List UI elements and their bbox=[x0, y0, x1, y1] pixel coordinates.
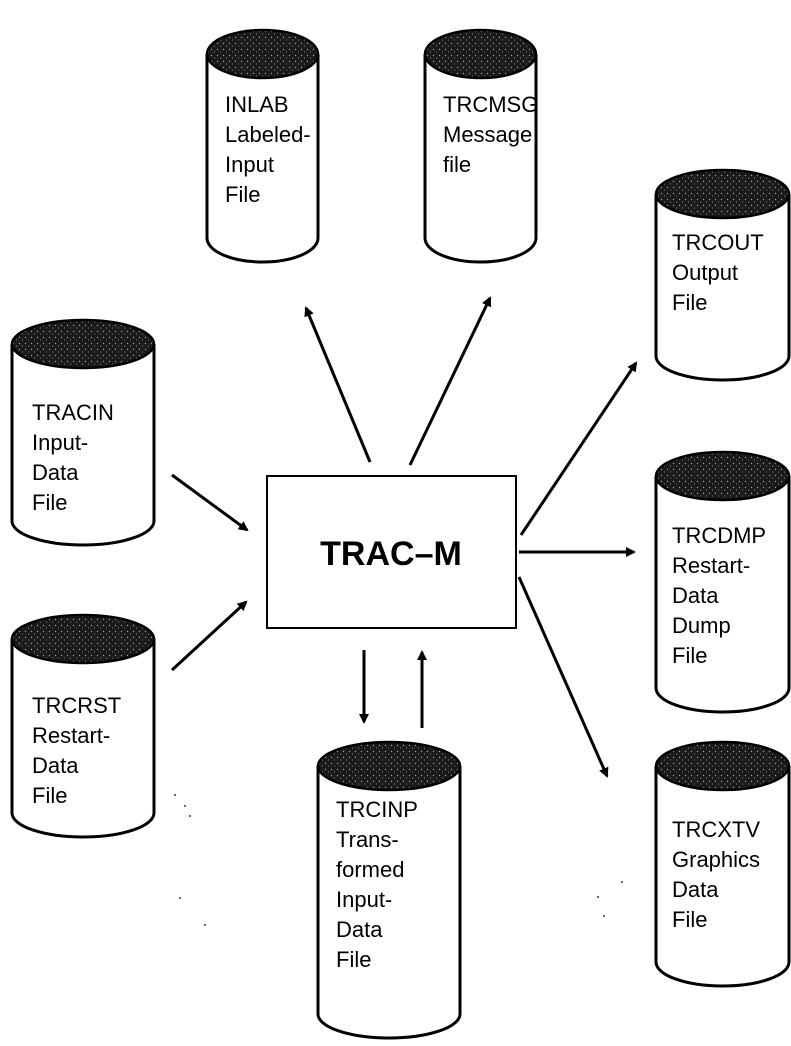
file-label-line: File bbox=[672, 643, 707, 668]
file-label-line: Message bbox=[443, 122, 532, 147]
cylinder-top bbox=[654, 450, 791, 502]
file-label-line: file bbox=[443, 152, 471, 177]
cylinder-body bbox=[316, 766, 462, 1040]
file-label-line: INLAB bbox=[225, 92, 289, 117]
file-label-line: Graphics bbox=[672, 847, 760, 872]
file-label-line: Input- bbox=[32, 430, 88, 455]
file-label-line: Input bbox=[225, 152, 274, 177]
file-label-line: Data bbox=[32, 460, 79, 485]
scan-speckles bbox=[174, 794, 623, 926]
cylinder-top bbox=[654, 740, 791, 792]
files-layer: INLABLabeled-InputFileTRCMSGMessagefileT… bbox=[10, 28, 791, 1040]
cylinder-body bbox=[10, 344, 156, 547]
file-label-line: Restart- bbox=[672, 553, 750, 578]
cylinder-top bbox=[316, 740, 462, 792]
file-label-line: Trans- bbox=[336, 827, 399, 852]
arrow-center-to-trcxtv bbox=[517, 576, 609, 778]
center-process: TRAC–M bbox=[266, 475, 517, 629]
arrow-center-to-trcout bbox=[519, 361, 638, 536]
file-label-line: formed bbox=[336, 857, 404, 882]
file-label-line: Dump bbox=[672, 613, 731, 638]
file-label-line: File bbox=[32, 490, 67, 515]
file-label-line: Output bbox=[672, 260, 738, 285]
center-process-label: TRAC–M bbox=[320, 535, 462, 573]
scan-speck bbox=[184, 805, 186, 807]
scan-speck bbox=[189, 815, 191, 817]
file-label-line: Data bbox=[672, 583, 719, 608]
file-label-line: TRCOUT bbox=[672, 230, 764, 255]
cylinder-top bbox=[10, 318, 156, 370]
cylinder-top bbox=[423, 28, 538, 80]
scan-speck bbox=[603, 915, 605, 917]
arrow-center-to-trcmsg bbox=[408, 296, 492, 466]
file-label-line: File bbox=[32, 783, 67, 808]
arrow-center-to-inlab bbox=[304, 306, 372, 463]
file-label-line: Data bbox=[32, 753, 79, 778]
file-label-line: Data bbox=[336, 917, 383, 942]
arrow-trcrst-to-center bbox=[170, 600, 248, 672]
cylinder-top bbox=[10, 613, 156, 665]
file-label-line: TRCDMP bbox=[672, 523, 766, 548]
file-label-line: TRCINP bbox=[336, 797, 418, 822]
arrow-tracin-to-center bbox=[171, 473, 249, 532]
cylinder-body bbox=[654, 194, 791, 382]
file-label-line: File bbox=[672, 907, 707, 932]
file-label-line: TRCMSG bbox=[443, 92, 538, 117]
cylinder-body bbox=[654, 476, 791, 714]
scan-speck bbox=[621, 881, 623, 883]
scan-speck bbox=[179, 897, 181, 899]
scan-speck bbox=[204, 924, 206, 926]
arrows-layer bbox=[170, 296, 638, 778]
scan-speck bbox=[597, 896, 599, 898]
file-label-line: Restart- bbox=[32, 723, 110, 748]
cylinder-body bbox=[10, 639, 156, 839]
file-label-line: File bbox=[336, 947, 371, 972]
file-label-line: File bbox=[672, 290, 707, 315]
file-label-line: TRACIN bbox=[32, 400, 114, 425]
file-label-line: Data bbox=[672, 877, 719, 902]
cylinder-body bbox=[654, 766, 791, 988]
file-cylinder-trcmsg: TRCMSG Message file bbox=[423, 28, 538, 264]
file-label-line: TRCRST bbox=[32, 693, 121, 718]
file-label-line: Input- bbox=[336, 887, 392, 912]
cylinder-top bbox=[654, 168, 791, 220]
file-label-line: File bbox=[225, 182, 260, 207]
scan-speck bbox=[174, 794, 176, 796]
file-label-line: Labeled- bbox=[225, 122, 311, 147]
cylinder-body bbox=[423, 54, 538, 264]
file-label-line: TRCXTV bbox=[672, 817, 760, 842]
center-process-box bbox=[266, 475, 517, 629]
cylinder-body bbox=[205, 54, 320, 264]
cylinder-top bbox=[205, 28, 320, 80]
